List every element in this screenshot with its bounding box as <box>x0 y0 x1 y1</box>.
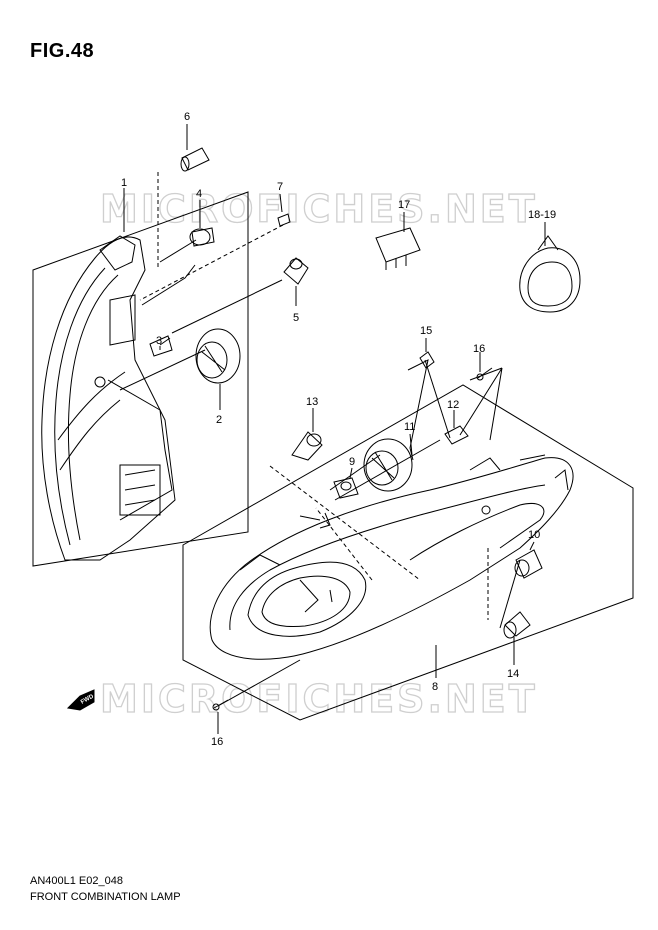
callout-7: 7 <box>277 181 283 193</box>
model-code: AN400L1 E02_048 <box>30 875 123 887</box>
bulb-part-13 <box>291 431 323 461</box>
callout-13: 13 <box>306 396 318 408</box>
callout-9: 9 <box>349 456 355 468</box>
callout-5: 5 <box>293 312 299 324</box>
callout-3: 3 <box>156 335 162 347</box>
callout-15: 15 <box>420 325 432 337</box>
socket-part-10 <box>514 549 543 579</box>
callout-17: 17 <box>398 199 410 211</box>
bulb-part-6 <box>180 147 210 172</box>
callout-10: 10 <box>528 529 540 541</box>
screw-part-16-top <box>476 367 493 381</box>
connector-part-12 <box>444 425 469 445</box>
bulb-part-5 <box>283 257 309 285</box>
socket-part-9 <box>333 477 359 499</box>
callout-8: 8 <box>432 681 438 693</box>
callout-labels: 1 2 3 4 5 6 7 8 9 10 11 12 13 14 15 16 1… <box>121 111 556 748</box>
bulb-part-14 <box>503 611 531 639</box>
callout-11: 11 <box>404 421 415 433</box>
headlamp-assembly-frame <box>182 384 634 721</box>
callout-18-19: 18-19 <box>528 209 556 221</box>
callout-16-bottom: 16 <box>211 736 223 748</box>
watermark-top: MICROFICHES.NET <box>100 187 538 231</box>
reflector-part-18-19 <box>519 235 581 313</box>
callout-2: 2 <box>216 414 222 426</box>
callout-16-top: 16 <box>473 343 485 355</box>
figure-title: FIG.48 <box>30 40 95 62</box>
screw-part-16-bottom <box>212 699 229 711</box>
socket-part-4 <box>189 227 215 247</box>
cover-part-11 <box>363 438 413 492</box>
callout-4: 4 <box>196 188 202 200</box>
callout-14: 14 <box>507 668 519 680</box>
connector-part-3 <box>149 335 173 357</box>
turn-signal-housing <box>41 235 176 561</box>
bulb-part-15 <box>419 351 435 369</box>
section-name: FRONT COMBINATION LAMP <box>30 891 181 903</box>
turn-signal-assembly-frame <box>32 191 249 567</box>
watermark-bottom: MICROFICHES.NET <box>100 677 538 721</box>
bulb-part-7 <box>277 213 291 227</box>
callout-12: 12 <box>447 399 459 411</box>
callout-1: 1 <box>121 177 127 189</box>
relay-part-17 <box>375 227 421 270</box>
callout-6: 6 <box>184 111 190 123</box>
fwd-direction-marker: FWD <box>66 689 95 711</box>
headlamp-unit <box>209 454 574 660</box>
cover-part-2 <box>195 328 241 384</box>
